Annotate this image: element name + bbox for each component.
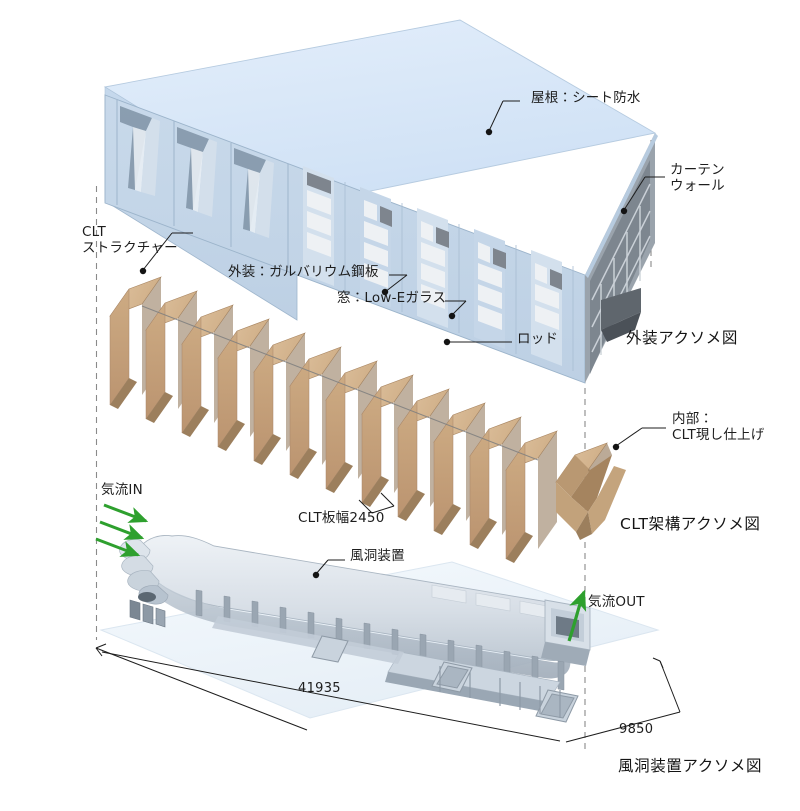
callout-curtain-wall: カーテン ウォール (670, 162, 725, 195)
callout-cladding: 外装：ガルバリウム鋼板 (228, 264, 379, 280)
callout-clt-structure: CLT ストラクチャー (82, 224, 178, 257)
airflow-out-arrow (567, 589, 587, 642)
dimension-lines (95, 643, 681, 743)
clt-portal-frame (505, 430, 558, 563)
airflow-arrow-group (95, 503, 149, 557)
clt-rod-group (141, 305, 539, 461)
curtain-wall-end (585, 133, 658, 383)
section-title-exterior: 外装アクソメ図 (626, 329, 738, 347)
dimension-length: 41935 (298, 681, 341, 696)
device-platform (212, 616, 561, 712)
section-title-clt-frame: CLT架構アクソメ図 (620, 515, 761, 533)
callout-roof: 屋根：シート防水 (531, 90, 641, 106)
device-legs (439, 666, 561, 718)
callout-clt-board-width: CLT板幅2450 (298, 510, 385, 526)
intake-nozzles (119, 539, 169, 628)
callout-window: 窓：Low-Eガラス (337, 290, 447, 306)
exhaust-box (541, 599, 591, 666)
airflow-in-arrow (103, 503, 149, 523)
clt-frame-assembly (109, 276, 626, 563)
callout-wind-device: 風洞装置 (350, 548, 405, 564)
facade-window-group (303, 166, 574, 371)
clt-portal-frame-end (555, 442, 626, 540)
callout-interior: 内部： CLT現し仕上げ (672, 411, 765, 444)
device-support-fins (195, 589, 565, 691)
callout-leaders (139, 100, 666, 579)
callout-airflow-in: 気流IN (101, 482, 143, 498)
facade-notch-group (116, 100, 289, 268)
dimension-depth: 9850 (619, 722, 654, 737)
airflow-in-arrow (95, 537, 141, 557)
dim-length-line (101, 651, 561, 742)
callout-rod: ロッド (517, 331, 559, 347)
callout-airflow-out: 気流OUT (588, 594, 645, 610)
section-title-wind-tunnel: 風洞装置アクソメ図 (618, 757, 763, 775)
airflow-in-arrow (99, 520, 145, 540)
device-stairs (311, 635, 579, 723)
